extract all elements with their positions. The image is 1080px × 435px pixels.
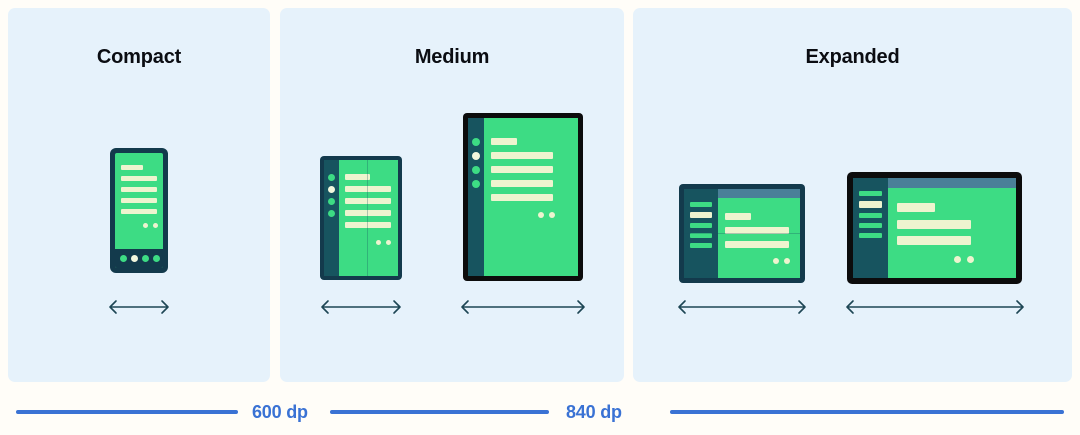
panel-expanded: Expanded	[633, 8, 1072, 382]
rail-bar	[859, 191, 882, 196]
nav-dot-active	[131, 255, 138, 262]
panel-title-medium: Medium	[414, 46, 490, 68]
content-line	[345, 210, 391, 216]
rail-dot	[328, 174, 335, 181]
fab-dot	[773, 258, 779, 264]
content-line	[491, 180, 553, 187]
device-tablet-portrait	[463, 113, 583, 281]
content-line	[491, 152, 553, 159]
resize-arrow-tablet-landscape	[843, 296, 1027, 318]
nav-rail	[468, 118, 484, 276]
rail-bar-active	[690, 212, 712, 218]
content-line	[491, 194, 553, 201]
fab-dot	[376, 240, 381, 245]
fab-dot	[538, 212, 544, 218]
nav-dot	[153, 255, 160, 262]
panel-title-compact: Compact	[96, 46, 182, 68]
breakpoint-label-840dp: 840 dp	[566, 402, 622, 422]
rail-bar	[859, 233, 882, 238]
scale-segment-medium	[330, 410, 549, 414]
fold-crease	[684, 233, 800, 234]
rail-dot	[472, 138, 480, 146]
fab-dot	[784, 258, 790, 264]
rail-dot-active	[328, 186, 335, 193]
foldable-screen	[324, 160, 398, 276]
content-line	[121, 165, 143, 170]
rail-dot	[472, 180, 480, 188]
device-phone-portrait	[110, 148, 168, 273]
resize-arrow-tablet-portrait	[458, 296, 588, 318]
rail-bar	[690, 243, 712, 248]
content-line	[897, 203, 935, 212]
content-line	[897, 220, 971, 229]
scale-segment-expanded	[670, 410, 1064, 414]
device-foldable-portrait	[320, 156, 402, 280]
fab-dot	[954, 256, 961, 263]
scale-segment-compact	[16, 410, 238, 414]
device-tablet-landscape	[847, 172, 1022, 284]
nav-dot	[142, 255, 149, 262]
resize-arrow-foldable-portrait	[318, 296, 404, 318]
content-line	[121, 198, 157, 203]
tablet-screen	[468, 118, 578, 276]
fab-dot	[386, 240, 391, 245]
nav-rail	[684, 189, 718, 278]
content-line	[345, 222, 391, 228]
content-line	[121, 176, 157, 181]
rail-dot	[328, 210, 335, 217]
content-line	[345, 174, 370, 180]
rail-bar	[859, 213, 882, 218]
fab-dot	[143, 223, 148, 228]
fab-dot	[549, 212, 555, 218]
resize-arrow-foldable-landscape	[675, 296, 809, 318]
rail-bar	[690, 223, 712, 228]
top-app-bar	[718, 189, 800, 198]
content-line	[725, 213, 751, 220]
content-line	[121, 209, 157, 214]
content-line	[725, 227, 789, 234]
tablet-landscape-screen	[853, 178, 1016, 278]
rail-bar	[859, 223, 882, 228]
rail-dot	[328, 198, 335, 205]
panel-medium: Medium	[280, 8, 624, 382]
foldable-landscape-screen	[684, 189, 800, 278]
fab-dot	[153, 223, 158, 228]
panel-compact: Compact	[8, 8, 270, 382]
rail-dot	[472, 166, 480, 174]
nav-rail	[324, 160, 339, 276]
breakpoint-label-600dp: 600 dp	[252, 402, 308, 422]
content-line	[491, 166, 553, 173]
nav-dot	[120, 255, 127, 262]
rail-bar	[690, 202, 712, 207]
content-line	[345, 186, 391, 192]
content-line	[897, 236, 971, 245]
content-line	[345, 198, 391, 204]
content-line	[121, 187, 157, 192]
phone-screen	[115, 153, 163, 268]
rail-bar	[690, 233, 712, 238]
rail-dot-active	[472, 152, 480, 160]
top-app-bar	[888, 178, 1016, 188]
nav-rail	[853, 178, 888, 278]
resize-arrow-phone	[106, 296, 172, 318]
rail-bar-active	[859, 201, 882, 208]
panel-title-expanded: Expanded	[805, 46, 900, 68]
phone-bottom-nav	[115, 249, 163, 268]
fold-crease	[367, 160, 368, 276]
content-line	[725, 241, 789, 248]
device-foldable-landscape	[679, 184, 805, 283]
content-line	[491, 138, 517, 145]
breakpoint-scale: 600 dp 840 dp	[0, 398, 1080, 426]
fab-dot	[967, 256, 974, 263]
